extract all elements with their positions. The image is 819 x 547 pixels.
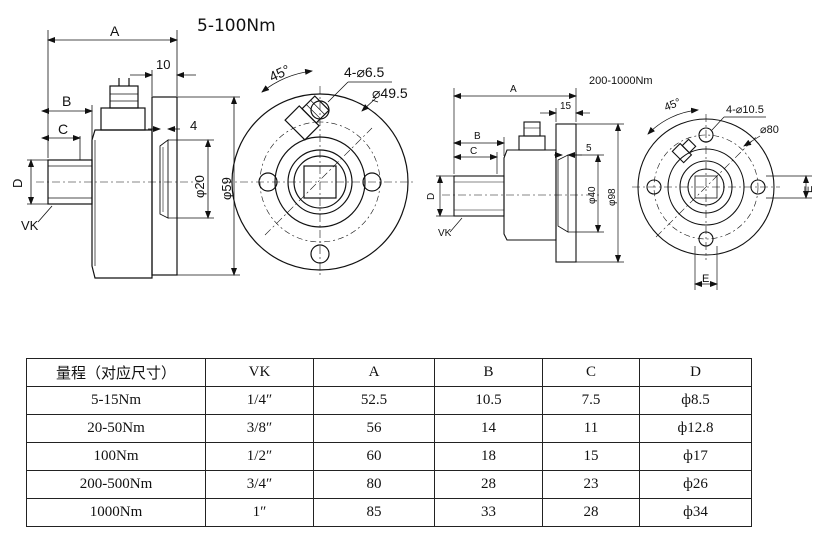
holes-label: 4-⌀6.5: [344, 64, 385, 80]
dim-label-b-large: B: [474, 131, 481, 142]
dim-label-vk: VK: [21, 218, 39, 233]
cell-b: 33: [434, 498, 543, 527]
angle-label: 45°: [267, 61, 293, 84]
large-front-annotations: [647, 107, 812, 290]
header-a: A: [313, 358, 435, 387]
cell-range: 200-500Nm: [26, 470, 206, 499]
dim-label-d-large: D: [426, 193, 437, 200]
cell-a: 60: [313, 442, 435, 471]
small-front-annotations: [261, 68, 392, 112]
holes-label-large: 4-⌀10.5: [726, 104, 764, 116]
table-row: 1000Nm 1″ 85 33 28 ф34: [26, 498, 752, 527]
dim-label-c-large: C: [470, 146, 477, 157]
large-side-dimensions: [436, 88, 624, 263]
dim-label-15: 15: [560, 101, 572, 112]
cell-range: 100Nm: [26, 442, 206, 471]
spec-table: 量程（对应尺寸） VK A B C D 5-15Nm 1/4″ 52.5 10.…: [26, 358, 752, 527]
dim-label-e-bottom: E: [702, 273, 709, 285]
header-vk: VK: [205, 358, 314, 387]
table-row: 5-15Nm 1/4″ 52.5 10.5 7.5 ф8.5: [26, 386, 752, 415]
large-side-view: [442, 121, 600, 263]
dim-label-b: B: [62, 93, 71, 109]
cell-b: 28: [434, 470, 543, 499]
small-front-view: [224, 86, 416, 278]
cell-vk: 1/4″: [205, 386, 314, 415]
pcd-label: ⌀49.5: [372, 85, 408, 101]
cell-c: 15: [542, 442, 640, 471]
cell-vk: 1/2″: [205, 442, 314, 471]
angle-label-large: 45°: [663, 96, 683, 113]
dim-label-d: D: [10, 179, 25, 188]
dim-label-phi98: φ98: [607, 188, 618, 206]
cell-range: 20-50Nm: [26, 414, 206, 443]
header-b: B: [434, 358, 543, 387]
large-front-view: [632, 114, 780, 260]
small-side-labels: A 10 B C 4 D VK φ20 φ59: [10, 23, 234, 233]
cell-vk: 1″: [205, 498, 314, 527]
cell-d: ф34: [639, 498, 752, 527]
cell-a: 80: [313, 470, 435, 499]
cell-vk: 3/8″: [205, 414, 314, 443]
pcd-label-large: ⌀80: [760, 124, 779, 136]
large-front-labels: 45° 4-⌀10.5 ⌀80 E E: [663, 96, 815, 285]
dim-label-5: 5: [586, 143, 592, 154]
cell-d: ф17: [639, 442, 752, 471]
cell-b: 18: [434, 442, 543, 471]
cell-a: 85: [313, 498, 435, 527]
table-row: 200-500Nm 3/4″ 80 28 23 ф26: [26, 470, 752, 499]
dim-label-e-right: E: [803, 186, 815, 193]
dim-label-vk-large: VK: [438, 228, 452, 239]
cell-c: 11: [542, 414, 640, 443]
cell-a: 56: [313, 414, 435, 443]
cell-c: 28: [542, 498, 640, 527]
header-range: 量程（对应尺寸）: [26, 358, 206, 387]
cell-a: 52.5: [313, 386, 435, 415]
dim-label-4: 4: [190, 118, 197, 133]
dim-label-c: C: [58, 121, 68, 137]
header-d: D: [639, 358, 752, 387]
cell-vk: 3/4″: [205, 470, 314, 499]
cell-range: 1000Nm: [26, 498, 206, 527]
small-model-title: 5-100Nm: [197, 16, 276, 36]
small-front-labels: 45° 4-⌀6.5 ⌀49.5: [267, 61, 408, 101]
cell-d: ф12.8: [639, 414, 752, 443]
dim-label-a-large: A: [510, 84, 517, 95]
table-row: 20-50Nm 3/8″ 56 14 11 ф12.8: [26, 414, 752, 443]
header-c: C: [542, 358, 640, 387]
small-side-view: [36, 78, 200, 279]
dim-label-phi40: φ40: [587, 186, 598, 204]
cell-c: 23: [542, 470, 640, 499]
large-model-title: 200-1000Nm: [589, 75, 653, 87]
table-header-row: 量程（对应尺寸） VK A B C D: [26, 358, 752, 387]
cell-d: ф26: [639, 470, 752, 499]
table-row: 100Nm 1/2″ 60 18 15 ф17: [26, 442, 752, 471]
cell-d: ф8.5: [639, 386, 752, 415]
large-side-labels: A 15 B C 5 D VK φ40 φ98: [426, 84, 618, 239]
cell-c: 7.5: [542, 386, 640, 415]
small-side-dimensions: [27, 30, 240, 276]
cell-range: 5-15Nm: [26, 386, 206, 415]
cell-b: 10.5: [434, 386, 543, 415]
dim-label-phi20: φ20: [192, 175, 207, 198]
dim-label-10: 10: [156, 57, 170, 72]
dim-label-a: A: [110, 23, 120, 39]
dim-label-phi59: φ59: [219, 177, 234, 200]
cell-b: 14: [434, 414, 543, 443]
